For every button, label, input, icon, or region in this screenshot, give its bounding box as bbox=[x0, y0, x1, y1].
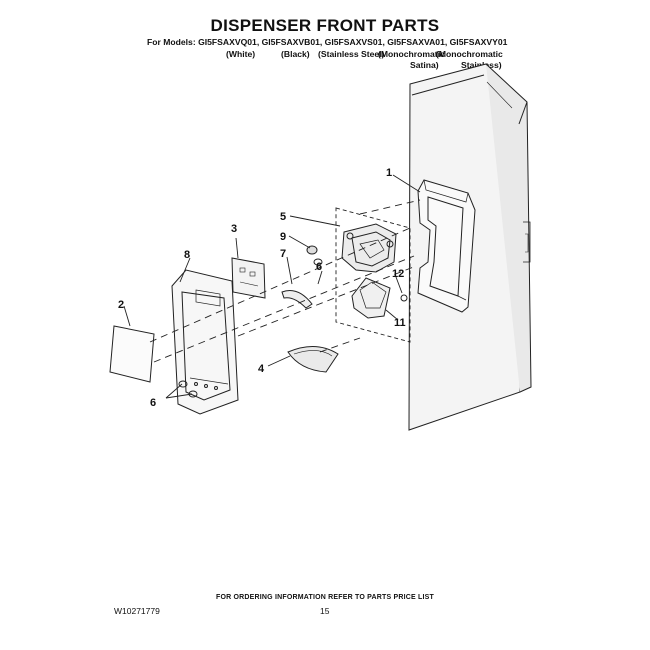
callout-6-lower: 6 bbox=[150, 397, 156, 409]
document-number: W10271779 bbox=[114, 606, 160, 616]
part-6-screw-upper bbox=[313, 258, 323, 266]
callout-1: 1 bbox=[386, 167, 392, 179]
part-6-screw-lower bbox=[178, 380, 198, 398]
callout-11: 11 bbox=[394, 317, 406, 329]
callout-4: 4 bbox=[258, 363, 265, 375]
ordering-note: FOR ORDERING INFORMATION REFER TO PARTS … bbox=[215, 594, 435, 601]
variant-mono-satina-line1: (Monochromatic bbox=[378, 49, 445, 59]
part-11-paddle bbox=[351, 277, 391, 319]
part-5-dispenser-module bbox=[335, 207, 411, 343]
callout-12: 12 bbox=[392, 268, 404, 280]
part-3-control-board bbox=[231, 257, 266, 299]
part-2-front-panel bbox=[109, 325, 155, 383]
part-12-screw bbox=[400, 294, 408, 302]
variant-white: (White) bbox=[226, 49, 256, 59]
callout-3: 3 bbox=[231, 223, 237, 235]
part-1-mounting-frame bbox=[417, 179, 476, 313]
page-number: 15 bbox=[320, 606, 330, 616]
models-line: For Models: GI5FSAXVQ01, GI5FSAXVB01, GI… bbox=[147, 37, 508, 47]
variant-black: (Black) bbox=[281, 49, 310, 59]
callout-9: 9 bbox=[280, 231, 286, 243]
part-7-light-lens bbox=[281, 290, 313, 309]
assembly-lines bbox=[149, 199, 421, 363]
part-8-dispenser-housing bbox=[171, 269, 239, 415]
callout-7: 7 bbox=[280, 248, 286, 260]
callout-6-upper: 6 bbox=[316, 261, 322, 273]
callout-5: 5 bbox=[280, 211, 286, 223]
variant-stainless-steel: (Stainless Steel) bbox=[318, 49, 385, 59]
callout-2: 2 bbox=[118, 299, 124, 311]
variant-mono-satina-line2: Satina) bbox=[410, 60, 439, 70]
variant-mono-stainless-line1: (Monochromatic bbox=[436, 49, 503, 59]
callout-8: 8 bbox=[184, 249, 190, 261]
leader-lines bbox=[123, 174, 421, 399]
page-title: DISPENSER FRONT PARTS bbox=[210, 16, 440, 35]
part-4-drip-tray bbox=[287, 346, 339, 373]
